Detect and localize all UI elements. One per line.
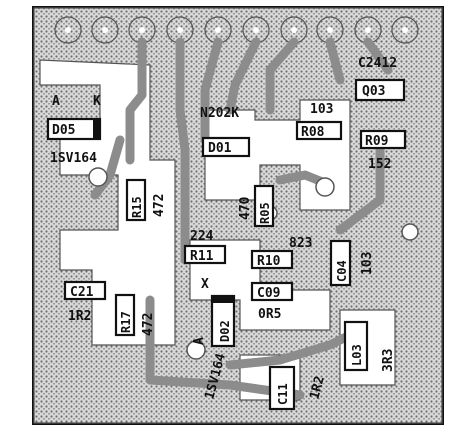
value-r15: 472 [152, 194, 167, 217]
ref-D01: D01 [208, 141, 232, 156]
ref-L03: L03 [350, 344, 364, 366]
ref-C09: C09 [257, 286, 280, 301]
ground-plane [33, 7, 443, 424]
value-q03: C2412 [358, 56, 397, 71]
value-l03: 3R3 [381, 349, 396, 372]
via-pads [88, 167, 419, 360]
ref-R08: R08 [301, 125, 325, 140]
C04-box [329, 239, 352, 287]
R11-box [183, 244, 227, 265]
x-mark: X [201, 277, 209, 292]
R08-box [295, 120, 343, 141]
cathode-bands [93, 119, 234, 303]
R09-box [359, 129, 407, 150]
ref-C11: C11 [276, 383, 290, 405]
ref-R15: R15 [130, 196, 144, 218]
ref-R09: R09 [365, 134, 388, 149]
ref-R05: R05 [258, 202, 272, 224]
value-r09: 152 [368, 157, 391, 172]
value-r10: 823 [289, 236, 312, 251]
ref-Q03: Q03 [362, 84, 385, 99]
ref-C04: C04 [335, 260, 349, 282]
ref-R10: R10 [257, 254, 281, 269]
label-d01-marking: N202K [200, 106, 239, 121]
C21-box [63, 280, 107, 301]
value-r05: 470 [238, 196, 253, 220]
ref-C21: C21 [70, 285, 94, 300]
ref-R11: R11 [190, 249, 214, 264]
ref-D02: D02 [218, 320, 232, 342]
label-anode-d02: A [192, 337, 207, 345]
value-r11: 224 [190, 229, 214, 244]
pcb-board [32, 6, 444, 425]
R15-box [125, 178, 147, 222]
value-c21: 1R2 [68, 309, 91, 324]
value-r17: 472 [141, 313, 156, 336]
C11-box [268, 365, 296, 411]
label-anode: A [52, 94, 60, 109]
C09-box [250, 281, 294, 302]
value-c04: 103 [360, 252, 375, 275]
R05-box [253, 184, 275, 228]
value-d02-part: 1SV164 [202, 352, 229, 401]
edge-pad-holes [65, 27, 408, 33]
L03-box [343, 320, 369, 372]
D01-box [201, 136, 251, 158]
ref-D05: D05 [52, 123, 75, 138]
value-r08: 103 [310, 102, 333, 117]
ref-R17: R17 [119, 311, 133, 333]
R17-box [114, 293, 136, 337]
Q03-box [354, 78, 406, 102]
R10-box [250, 249, 294, 270]
label-cathode: K [93, 94, 101, 109]
value-c11: 1R2 [307, 374, 328, 401]
value-d05-part: 1SV164 [50, 151, 97, 166]
value-c09: 0R5 [258, 307, 281, 322]
